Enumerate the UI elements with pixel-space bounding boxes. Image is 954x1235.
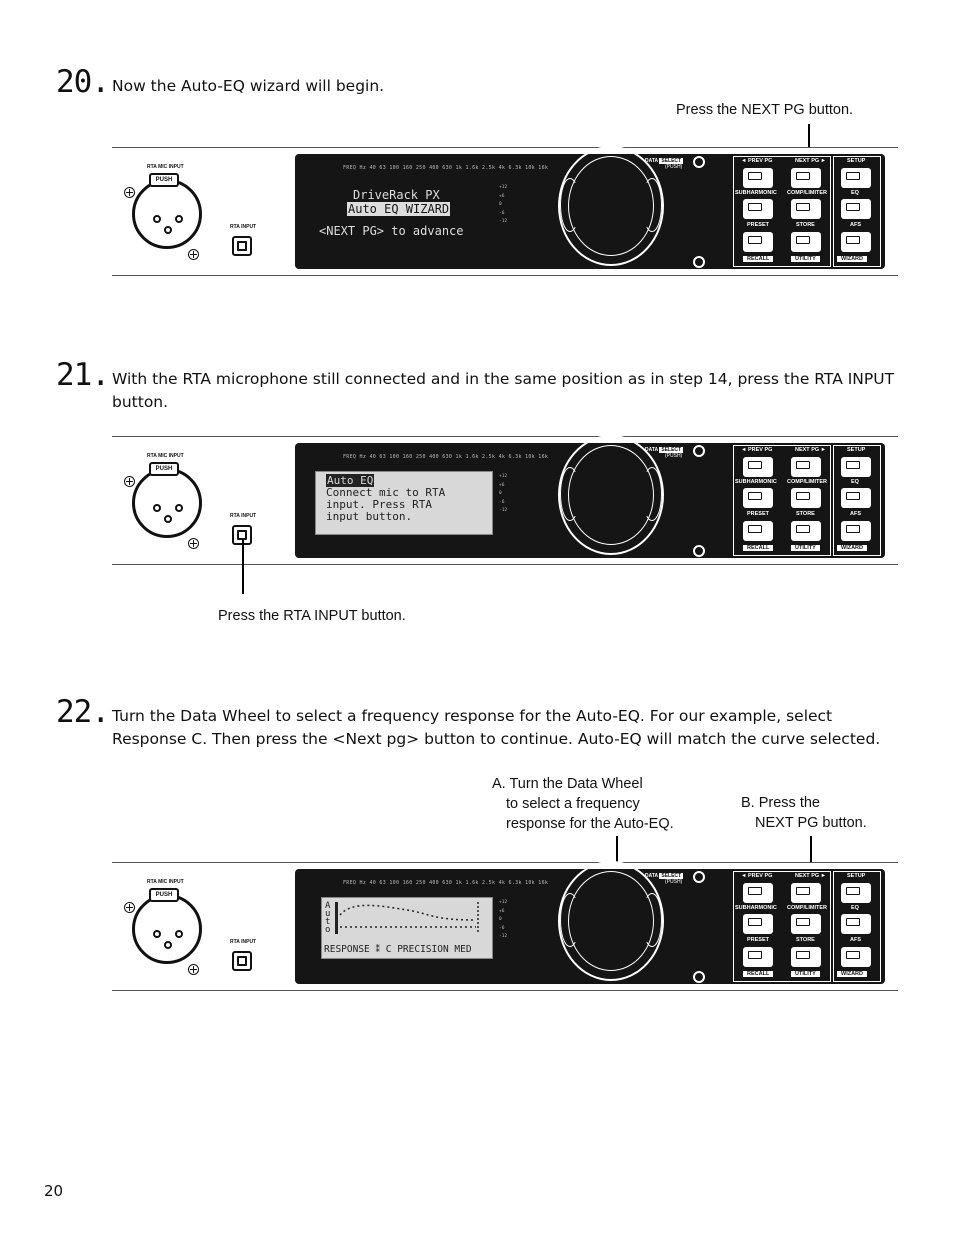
screw-icon (124, 902, 135, 913)
subharmonic-button[interactable] (743, 488, 773, 508)
subharmonic-button[interactable] (743, 199, 773, 219)
screw-icon (124, 187, 135, 198)
subharmonic-button[interactable] (743, 914, 773, 934)
callout-next-pg: Press the NEXT PG button. (676, 102, 854, 118)
button-pad: ◄ PREV PG NEXT PG ► SETUP SUBHARMONIC CO… (733, 445, 881, 556)
next-pg-button[interactable] (791, 883, 821, 903)
eq-button[interactable] (841, 199, 871, 219)
freq-legend: FREQ Hz 40 63 100 160 250 400 630 1k 1.6… (343, 165, 549, 171)
leader-line (242, 540, 244, 594)
xlr-connector (132, 179, 202, 249)
lcd-screen: Auto EQ Connect mic to RTA input. Press … (315, 471, 493, 535)
setup-button[interactable] (841, 168, 871, 188)
display-panel: FREQ Hz 40 63 100 160 250 400 630 1k 1.6… (295, 861, 885, 984)
step-number: 21. (56, 357, 110, 393)
display-panel: FREQ Hz 40 63 100 160 250 400 630 1k 1.6… (295, 435, 885, 558)
lcd-line-1: DriveRack PX (353, 188, 440, 202)
data-select-knob[interactable] (693, 156, 705, 168)
lcd-vertical-label: Auto (325, 901, 331, 935)
eq-button[interactable] (841, 914, 871, 934)
setup-button[interactable] (841, 883, 871, 903)
lower-knob (693, 971, 705, 983)
push-latch[interactable]: PUSH (149, 888, 179, 902)
callout-data-wheel: A. Turn the Data Wheel to select a frequ… (492, 776, 674, 832)
button-pad: ◄ PREV PG NEXT PG ► SETUP SUBHARMONIC CO… (733, 871, 881, 982)
driverack-front-panel: RTA MIC INPUT PUSH RTA INPUT FREQ Hz 40 … (112, 146, 898, 276)
preset-button[interactable] (743, 947, 773, 967)
callout-rta-input: Press the RTA INPUT button. (218, 608, 406, 624)
next-pg-button[interactable] (791, 168, 821, 188)
screw-icon (188, 538, 199, 549)
data-select-knob[interactable] (693, 871, 705, 883)
step-number: 22. (56, 694, 110, 730)
data-select-label: DATA SELECT(PUSH) (645, 158, 684, 170)
rta-mic-input-label: RTA MIC INPUT (147, 164, 184, 170)
lcd-line-2: Connect mic to RTA (326, 486, 446, 499)
lcd-screen: Auto RESPONSE ⁑ C PRECISION MED (321, 897, 493, 959)
step-number: 20. (56, 64, 110, 100)
data-wheel[interactable] (558, 861, 664, 981)
data-wheel[interactable] (558, 435, 664, 555)
driverack-front-panel: RTA MIC INPUT PUSH RTA INPUT FREQ Hz 40 … (112, 435, 898, 565)
afs-button[interactable] (841, 947, 871, 967)
screw-icon (124, 476, 135, 487)
afs-button[interactable] (841, 521, 871, 541)
lcd-line-2: Auto EQ WIZARD (347, 202, 451, 216)
store-button[interactable] (791, 521, 821, 541)
xlr-connector (132, 468, 202, 538)
comp-limiter-button[interactable] (791, 488, 821, 508)
preset-button[interactable] (743, 232, 773, 252)
rta-input-button[interactable] (232, 236, 252, 256)
data-select-knob[interactable] (693, 445, 705, 457)
lcd-line-4: input button. (326, 510, 413, 523)
rta-input-label: RTA INPUT (230, 224, 257, 230)
xlr-connector (132, 894, 202, 964)
push-latch[interactable]: PUSH (149, 173, 179, 187)
step-text: Now the Auto-EQ wizard will begin. (112, 77, 385, 95)
comp-limiter-button[interactable] (791, 199, 821, 219)
setup-button[interactable] (841, 457, 871, 477)
step-text: With the RTA microphone still connected … (112, 370, 895, 411)
callout-next-pg: B. Press the NEXT PG button. (741, 795, 867, 831)
lcd-screen: DriveRack PX Auto EQ WIZARD <NEXT PG> to… (315, 182, 491, 244)
store-button[interactable] (791, 232, 821, 252)
lower-knob (693, 545, 705, 557)
prev-pg-button[interactable] (743, 168, 773, 188)
comp-limiter-button[interactable] (791, 914, 821, 934)
response-curve (335, 902, 479, 934)
lcd-line-3: input. Press RTA (326, 498, 432, 511)
lcd-bottom-line: RESPONSE ⁑ C PRECISION MED (324, 944, 472, 955)
page-number: 20 (44, 1182, 64, 1200)
driverack-front-panel: RTA MIC INPUT PUSH RTA INPUT FREQ Hz 40 … (112, 861, 898, 991)
screw-icon (188, 964, 199, 975)
data-wheel[interactable] (558, 146, 664, 266)
screw-icon (188, 249, 199, 260)
next-pg-button[interactable] (791, 457, 821, 477)
button-pad: ◄ PREV PG NEXT PG ► SETUP SUBHARMONIC CO… (733, 156, 881, 267)
preset-button[interactable] (743, 521, 773, 541)
step-text: Turn the Data Wheel to select a frequenc… (112, 707, 881, 748)
afs-button[interactable] (841, 232, 871, 252)
store-button[interactable] (791, 947, 821, 967)
eq-button[interactable] (841, 488, 871, 508)
push-latch[interactable]: PUSH (149, 462, 179, 476)
lower-knob (693, 256, 705, 268)
prev-pg-button[interactable] (743, 457, 773, 477)
rta-input-button[interactable] (232, 951, 252, 971)
display-panel: FREQ Hz 40 63 100 160 250 400 630 1k 1.6… (295, 146, 885, 269)
lcd-line-3: <NEXT PG> to advance (319, 224, 464, 238)
lcd-line-1: Auto EQ (326, 474, 375, 487)
prev-pg-button[interactable] (743, 883, 773, 903)
